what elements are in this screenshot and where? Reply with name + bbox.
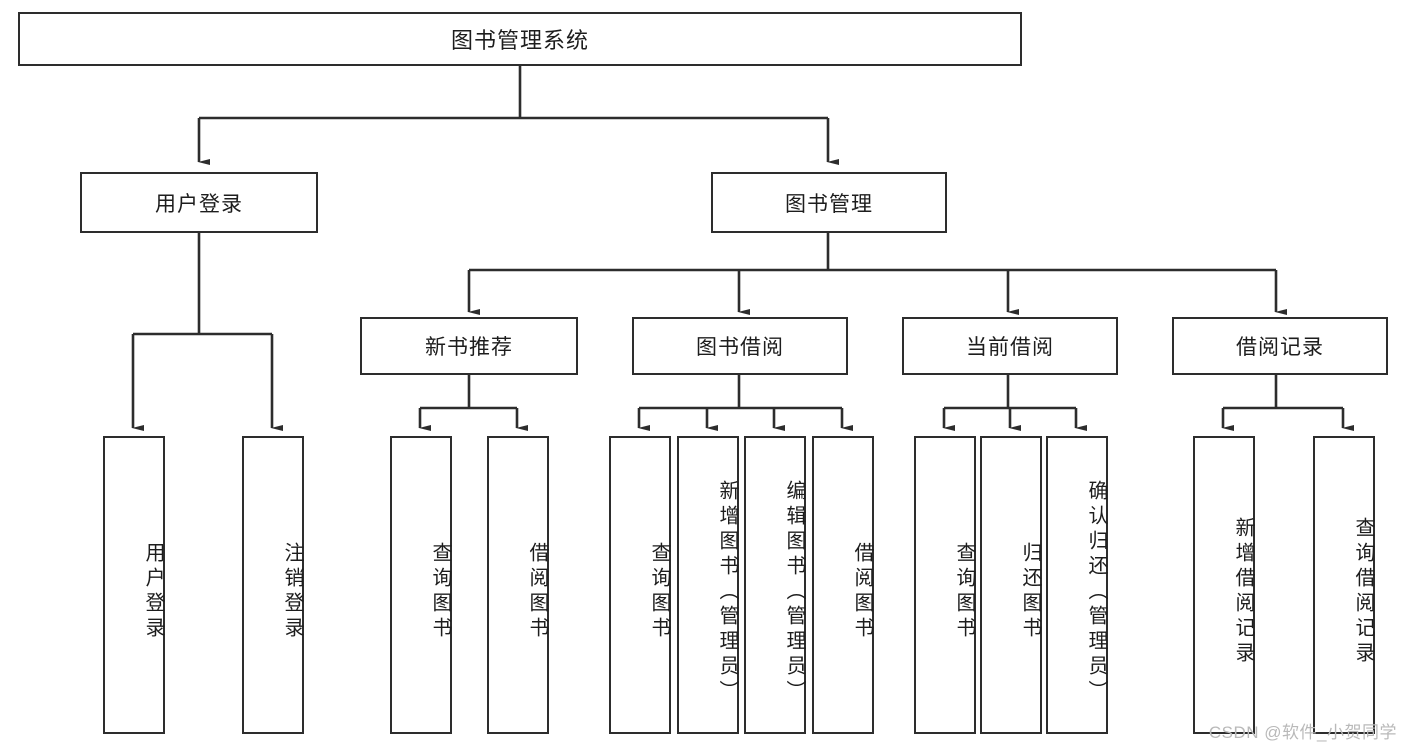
node-new-book-recommend[interactable]: 新书推荐: [360, 317, 578, 375]
leaf-label: 借阅图书: [526, 542, 548, 642]
leaf-label: 新增借阅记录: [1232, 517, 1254, 667]
leaf-borrow-book-newrec[interactable]: 借阅图书: [487, 436, 549, 734]
leaf-add-borrow-record[interactable]: 新增借阅记录: [1193, 436, 1255, 734]
watermark-text: CSDN @软件_小贺同学: [1208, 723, 1397, 742]
node-label: 图书管理系统: [450, 28, 589, 53]
leaf-query-book-current[interactable]: 查询图书: [914, 436, 976, 734]
leaf-label: 注销登录: [281, 542, 303, 642]
leaf-label: 查询图书: [429, 542, 451, 642]
node-user-login[interactable]: 用户登录: [80, 172, 318, 233]
leaf-return-book[interactable]: 归还图书: [980, 436, 1042, 734]
leaf-user-login[interactable]: 用户登录: [103, 436, 165, 734]
leaf-confirm-return-admin[interactable]: 确认归还（管理员）: [1046, 436, 1108, 734]
leaf-label: 查询图书: [953, 542, 975, 642]
node-borrow-record[interactable]: 借阅记录: [1172, 317, 1388, 375]
leaf-query-borrow-record[interactable]: 查询借阅记录: [1313, 436, 1375, 734]
node-label: 用户登录: [155, 192, 243, 216]
node-label: 借阅记录: [1236, 336, 1324, 359]
leaf-query-book-borrow[interactable]: 查询图书: [609, 436, 671, 734]
leaf-label: 编辑图书（管理员）: [783, 479, 805, 705]
leaf-label: 查询图书: [648, 542, 670, 642]
leaf-label: 用户登录: [142, 542, 164, 642]
leaf-borrow-book[interactable]: 借阅图书: [812, 436, 874, 734]
node-root-system[interactable]: 图书管理系统: [18, 12, 1022, 66]
leaf-add-book-admin[interactable]: 新增图书（管理员）: [677, 436, 739, 734]
leaf-label: 确认归还（管理员）: [1085, 479, 1107, 705]
node-book-borrow[interactable]: 图书借阅: [632, 317, 848, 375]
node-label: 当前借阅: [966, 336, 1054, 359]
node-label: 图书管理: [785, 192, 873, 216]
node-label: 新书推荐: [425, 336, 513, 359]
leaf-label: 查询借阅记录: [1352, 517, 1374, 667]
node-label: 图书借阅: [696, 336, 784, 359]
leaf-query-book-newrec[interactable]: 查询图书: [390, 436, 452, 734]
node-current-borrow[interactable]: 当前借阅: [902, 317, 1118, 375]
leaf-label: 新增图书（管理员）: [716, 479, 738, 705]
leaf-edit-book-admin[interactable]: 编辑图书（管理员）: [744, 436, 806, 734]
node-book-management[interactable]: 图书管理: [711, 172, 947, 233]
leaf-logout[interactable]: 注销登录: [242, 436, 304, 734]
leaf-label: 借阅图书: [851, 542, 873, 642]
leaf-label: 归还图书: [1019, 542, 1041, 642]
